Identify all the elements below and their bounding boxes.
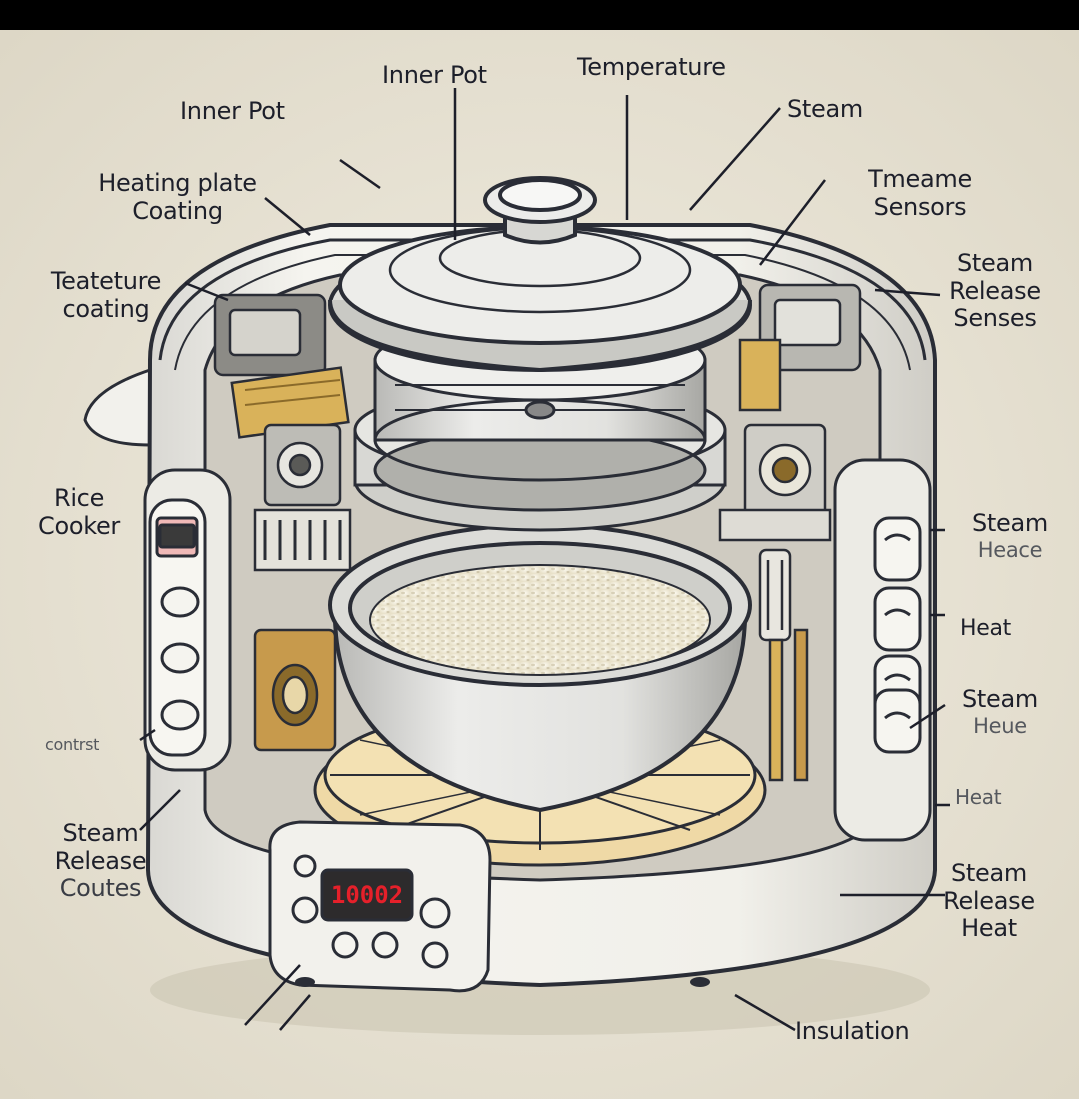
label-heating-plate-line2: Coating [132, 196, 223, 225]
label-steam-release-coutes-line1: Steam [62, 819, 139, 847]
label-faint-left: contrst [45, 735, 100, 754]
label-steam-release-senses-line2: Release [949, 276, 1041, 305]
label-steam-release-senses-line3: Senses [953, 304, 1037, 333]
label-steam-release-senses-line1: Steam [957, 249, 1033, 277]
upper-inner-pot [353, 318, 727, 532]
label-steam-release-senses: Steam Release Senses [935, 249, 1055, 333]
leader-lines [139, 88, 950, 1032]
label-steam-heue-line2: Heue [973, 713, 1027, 738]
label-teateture-line1: Teateture [50, 267, 162, 295]
label-insulation: Insulation [795, 1017, 910, 1045]
label-rice-cooker-line1: Rice [53, 484, 105, 512]
lid [328, 176, 752, 373]
label-heating-plate: Heating plate Coating [90, 169, 265, 225]
left-internal-components [213, 293, 352, 752]
label-steam-release-heat: Steam Release Heat [930, 859, 1048, 943]
label-heat-right: Heat [960, 616, 1011, 641]
label-steam-heace-line1: Steam [972, 509, 1048, 537]
label-steam-release-coutes-line2: Release [54, 846, 147, 875]
front-control-panel [268, 820, 492, 993]
label-steam-release-heat-line2: Release [943, 886, 1035, 915]
label-heating-plate-line1: Heating plate [98, 169, 257, 197]
label-steam-release-coutes: Steam Release Coutes [38, 819, 163, 903]
inner-bowl [328, 523, 752, 813]
label-inner-pot-left: Inner Pot [180, 97, 285, 125]
label-steam-release-heat-line3: Heat [961, 914, 1017, 943]
label-tmeame-line1: Tmeame [868, 165, 972, 193]
label-tmeame-sensors: Tmeame Sensors [860, 165, 980, 221]
front-display: 10002 [331, 881, 403, 909]
label-steam-heace-line2: Heace [977, 537, 1043, 562]
right-internal-components [718, 283, 862, 782]
rice-cooker-illustration [0, 30, 1079, 1099]
label-teateture-coating: Teateture coating [32, 267, 180, 323]
label-inner-pot-top: Inner Pot [382, 61, 487, 89]
label-steam-heace: Steam Heace [955, 509, 1065, 562]
label-tmeame-line2: Sensors [873, 192, 967, 221]
label-steam-heue-line1: Steam [962, 685, 1038, 713]
diagram-canvas: 10002 Inner Pot Temperature Inner Pot St… [0, 30, 1079, 1099]
label-steam-top-right: Steam [787, 95, 863, 123]
label-rice-cooker: Rice Cooker [25, 484, 133, 540]
label-steam-heue: Steam Heue [945, 685, 1055, 738]
label-teateture-line2: coating [62, 294, 150, 323]
label-rice-cooker-line2: Cooker [37, 511, 120, 540]
label-steam-release-coutes-line3: Coutes [59, 874, 142, 903]
top-black-bar [0, 0, 1079, 30]
front-display-readout: 10002 [331, 881, 403, 909]
label-steam-release-heat-line1: Steam [951, 859, 1027, 887]
label-temperature-top: Temperature [577, 53, 726, 81]
left-control-panel [143, 468, 232, 772]
right-side-panel [833, 458, 932, 842]
label-heat-faint: Heat [955, 785, 1002, 809]
